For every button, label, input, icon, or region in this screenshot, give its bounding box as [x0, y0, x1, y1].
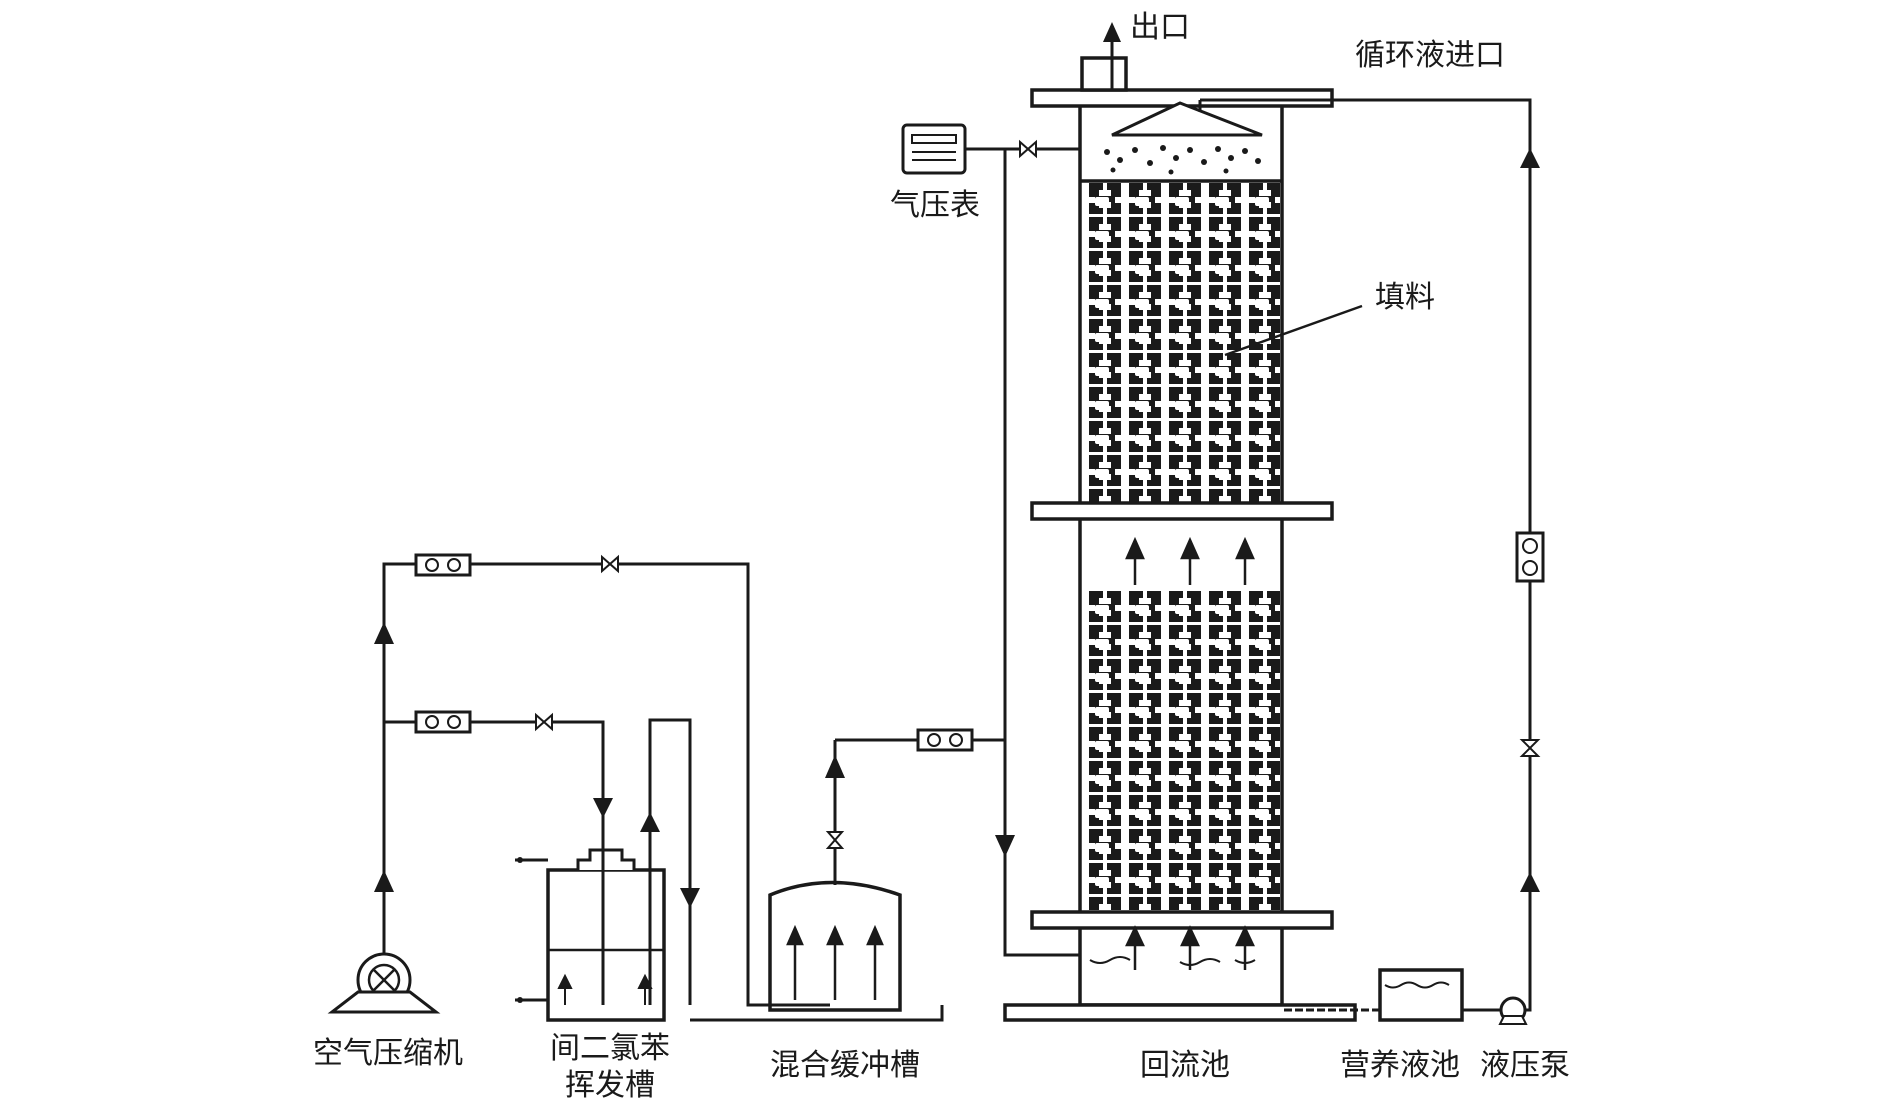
- hydraulic-pump: [1498, 996, 1528, 1025]
- flowmeter-recirc: [1515, 531, 1545, 583]
- tower-base: [1003, 1003, 1357, 1022]
- label-hydraulic-pump: 液压泵: [1480, 1048, 1570, 1083]
- valve-recirc: [1519, 739, 1541, 757]
- packing-bed-upper: [1082, 182, 1280, 502]
- air-compressor: [327, 952, 441, 1014]
- label-mixing-buffer-tank: 混合缓冲槽: [770, 1048, 920, 1083]
- evaporation-tank: [515, 718, 700, 1022]
- sump-water: [1089, 956, 1256, 966]
- nutrient-tank: [1282, 968, 1501, 1022]
- valve-buffer: [825, 831, 845, 849]
- label-evap-tank-line1: 间二氯苯: [550, 1031, 670, 1066]
- label-evap-tank-line2: 挥发槽: [565, 1068, 655, 1103]
- packed-tower: [1003, 56, 1357, 1022]
- tower-outlet-stub: [1080, 56, 1128, 92]
- label-return-tank: 回流池: [1140, 1048, 1230, 1083]
- valve-air-2: [535, 712, 553, 732]
- flowmeter-air-1: [414, 553, 472, 577]
- label-pressure-gauge: 气压表: [890, 188, 980, 223]
- valve-air-1: [601, 554, 619, 574]
- label-packing: 填料: [1375, 280, 1435, 315]
- middle-support-plate: [1030, 501, 1334, 521]
- flowmeter-buffer: [916, 728, 974, 752]
- gas-flow-arrows: [1125, 536, 1255, 970]
- outlet-arrow: [1103, 22, 1121, 90]
- mixing-buffer-tank: [690, 149, 1080, 1022]
- packing-bed-lower: [1082, 590, 1280, 910]
- pressure-gauge: [901, 123, 1080, 175]
- recirc-inlet-pipe: [1198, 98, 1545, 1012]
- valve-gauge: [1019, 139, 1037, 159]
- label-recirc-inlet: 循环液进口: [1355, 38, 1505, 73]
- packing-leader-line: [1224, 304, 1363, 357]
- label-nutrient-tank: 营养液池: [1340, 1048, 1460, 1083]
- air-lines: [374, 553, 760, 1007]
- flowmeter-air-2: [414, 710, 472, 734]
- bottom-support-plate: [1030, 910, 1334, 930]
- spray-droplets: [1104, 145, 1261, 175]
- spray-distributor: [1111, 101, 1263, 137]
- label-air-compressor: 空气压缩机: [313, 1036, 463, 1071]
- label-outlet: 出口: [1130, 10, 1190, 45]
